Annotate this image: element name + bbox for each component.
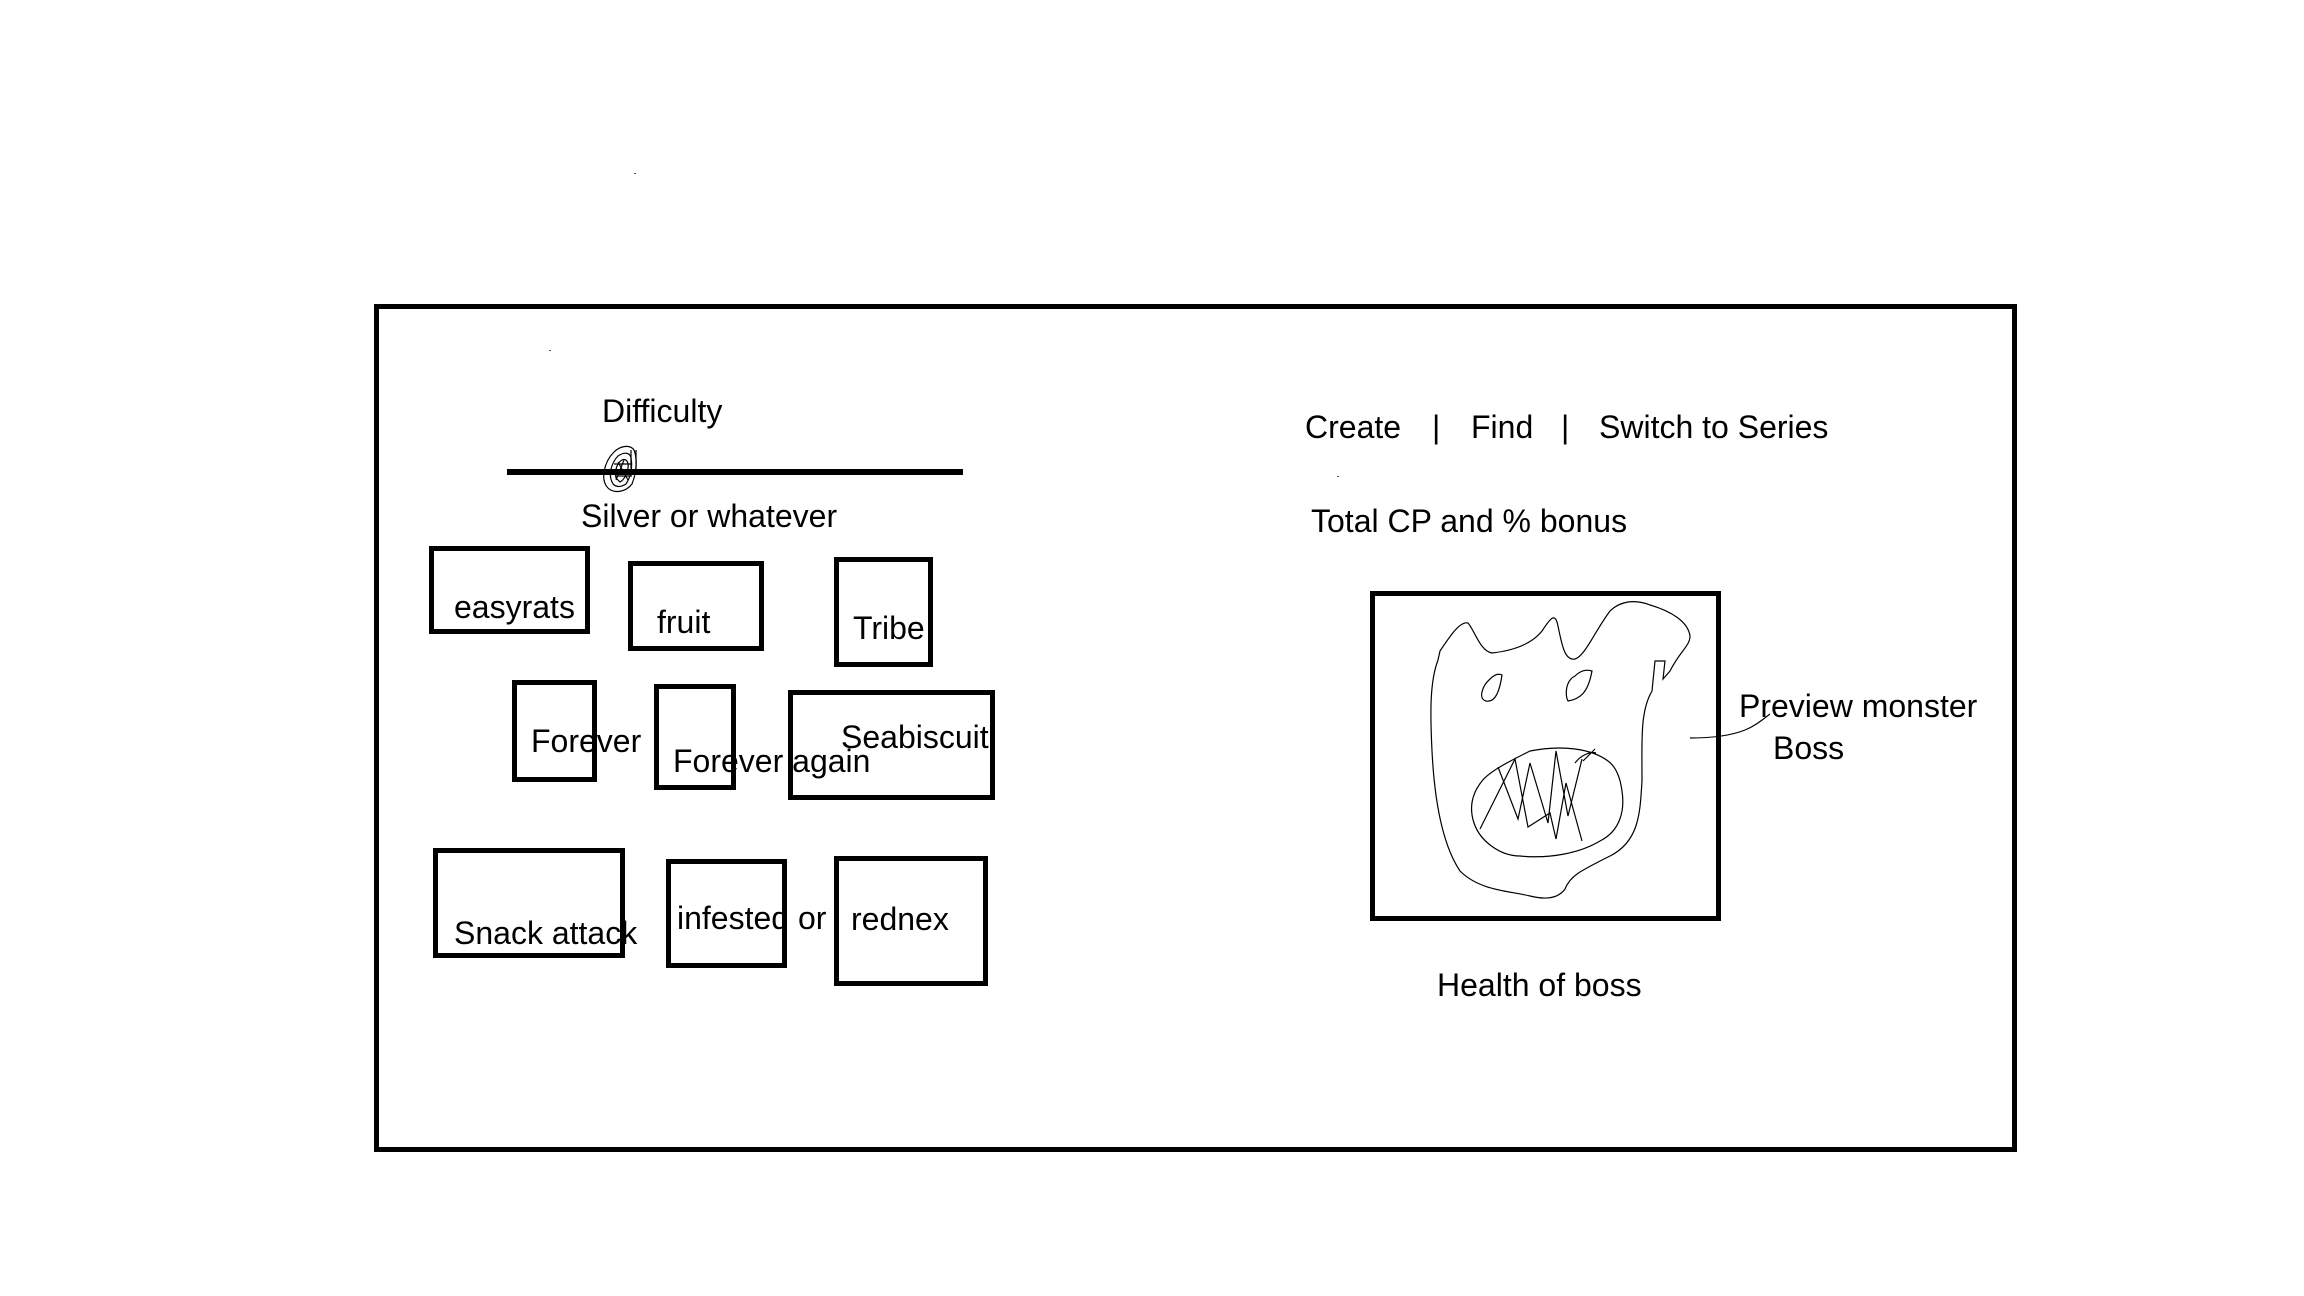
map-tile-label: Forever <box>531 723 642 759</box>
map-tile-infested[interactable]: infested or <box>666 859 826 968</box>
menu-separator: | <box>1561 409 1570 445</box>
map-tile-label: Snack attack <box>454 915 638 951</box>
map-tile-tribe[interactable]: Tribe <box>834 557 933 667</box>
map-tile-rednex[interactable]: rednex <box>834 856 988 986</box>
monster-preview-box <box>1370 591 1721 921</box>
create-link[interactable]: Create <box>1305 409 1402 445</box>
total-cp-bonus: Total CP and % bonus <box>1311 503 1628 539</box>
map-tile-label: Forever again <box>673 743 871 779</box>
preview-monster-label: Preview monster <box>1739 688 1978 724</box>
stray-dot <box>1337 476 1339 477</box>
map-tile-label: infested or <box>677 900 827 936</box>
label-pointer-line <box>1690 713 1771 739</box>
map-tile-forever[interactable]: Forever <box>512 680 641 782</box>
main-panel-frame <box>374 304 2017 1152</box>
menu-separator: | <box>1432 409 1441 445</box>
boss-health-label: Health of boss <box>1437 967 1642 1003</box>
map-tile-label: easyrats <box>454 589 575 625</box>
map-tile-label: fruit <box>657 604 711 640</box>
difficulty-slider-track[interactable] <box>507 469 963 475</box>
map-tile-forever-again[interactable]: Forever again <box>654 684 870 790</box>
difficulty-label: Difficulty <box>602 393 723 429</box>
map-tile-snack-attack[interactable]: Snack attack <box>433 848 637 958</box>
difficulty-value: Silver or whatever <box>581 498 838 534</box>
map-tile-label: Seabiscuit <box>841 719 989 755</box>
scribble-handle-icon[interactable] <box>598 440 654 496</box>
map-tile-fruit[interactable]: fruit <box>628 561 764 651</box>
stray-dot <box>549 350 551 351</box>
preview-boss-label: Boss <box>1773 730 1845 766</box>
map-tile-label: rednex <box>851 901 949 937</box>
map-tile-label: Tribe <box>853 610 925 646</box>
switch-to-series-link[interactable]: Switch to Series <box>1599 409 1829 445</box>
find-link[interactable]: Find <box>1471 409 1534 445</box>
monster-boss-drawing <box>1430 601 1691 899</box>
map-tile-seabiscuit[interactable]: Seabiscuit <box>788 690 995 800</box>
map-tile-easyrats[interactable]: easyrats <box>429 546 590 634</box>
stray-dot <box>634 173 636 174</box>
